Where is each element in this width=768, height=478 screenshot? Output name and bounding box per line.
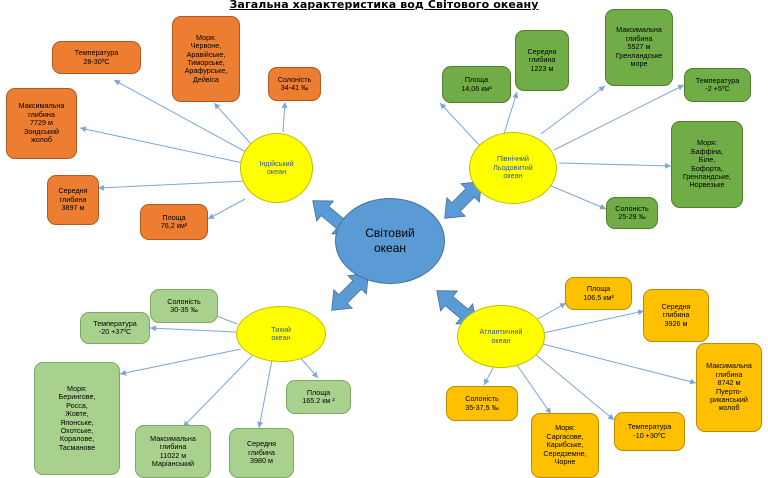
world-ocean-center: Світовий океан: [335, 198, 445, 284]
arctic-area-box: Площа 14,06 км²: [442, 66, 511, 103]
indian-avgdepth-box: Середня глибина 3897 м: [47, 175, 99, 225]
indian-salinity-box: Солоність 34-41 ‰: [268, 67, 321, 101]
arctic-seas-box: Моря: Баффіна, Біле, Бофорта, Гренландсь…: [671, 121, 743, 208]
indian-temperature-box: Температура 28-30ºС: [52, 41, 141, 74]
connector-atlantic-temp: [535, 354, 615, 421]
connector-atlantic-salinity: [483, 365, 495, 386]
atlantic-area-box: Площа 106,5 км²: [565, 277, 632, 310]
connector-pacific-avgdepth: [257, 359, 273, 429]
connector-pacific-seas: [119, 348, 242, 376]
pacific-temp-box: Температура -20 +37ºС: [80, 312, 150, 344]
indian-area-box: Площа 76,2 км²: [140, 204, 208, 240]
connector-indian-salinity: [281, 101, 288, 133]
connector-arctic-salinity: [548, 184, 607, 210]
connector-atlantic-seas: [516, 364, 552, 415]
connector-atlantic-area: [535, 302, 567, 321]
indian-ocean-ellipse: Індійський океан: [240, 133, 313, 203]
connector-indian-area: [207, 198, 246, 220]
indian-maxdepth-box: Максимальна глибина 7729 м Зондський жол…: [6, 88, 77, 159]
diagram-title: Загальна характеристика вод Світового ок…: [229, 0, 539, 11]
pacific-avgdepth-box: Середня глибина 3980 м: [229, 428, 294, 478]
connector-arctic-seas: [558, 162, 672, 169]
arctic-avgdepth-box: Середня глибина 1223 м: [515, 30, 569, 91]
arctic-maxdepth-box: Максимальна глибина 5527 м Гренландське …: [605, 9, 673, 86]
connector-pacific-maxdepth: [182, 355, 253, 428]
connector-indian-avgdepth: [97, 180, 247, 191]
connector-arctic-temp: [553, 84, 685, 151]
connector-atlantic-maxdepth: [542, 343, 697, 385]
arctic-salinity-box: Солоність 25-29 ‰: [606, 197, 658, 229]
connector-arctic-avgdepth: [503, 91, 519, 135]
pacific-area-box: Площа 165.2 км ²: [286, 380, 351, 414]
connector-arctic-area: [439, 102, 483, 149]
atlantic-maxdepth-box: Максимальна глибина 8742 м Пуерто- рикан…: [696, 343, 762, 432]
pacific-maxdepth-box: Максимальна глибина 11022 м Маріанський: [135, 425, 211, 478]
atlantic-temp-box: Температура -10 +30ºС: [614, 412, 685, 451]
atlantic-seas-box: Моря: Саргасове, Карибське, Середземне, …: [531, 413, 599, 478]
connector-indian-temperature: [113, 79, 247, 153]
double-arrow-pacific: [331, 273, 369, 311]
arctic-ocean-ellipse: Північний Льодовитий океан: [469, 132, 557, 204]
connector-atlantic-avgdepth: [542, 309, 645, 334]
atlantic-salinity-box: Солоність 35-37,5 ‰: [446, 386, 518, 421]
atlantic-ocean-ellipse: Атлантичний океан: [457, 305, 545, 368]
double-arrow-arctic: [444, 181, 482, 219]
indian-seas-box: Моря: Червоне, Аравійське, Тиморське, Ар…: [172, 16, 240, 102]
connector-arctic-maxdepth: [540, 85, 606, 135]
atlantic-avgdepth-box: Середня глибина 3926 м: [643, 289, 709, 342]
connector-indian-seas: [213, 102, 253, 146]
connector-pacific-temp: [149, 325, 237, 333]
connector-indian-maxdepth: [79, 126, 244, 164]
pacific-seas-box: Моря: Берингове, Росса, Жовте, Японське,…: [34, 362, 120, 475]
pacific-ocean-ellipse: Тихий океан: [236, 306, 326, 362]
pacific-salinity-box: Солоність 30-35 ‰: [150, 289, 218, 323]
arctic-temp-box: Температура -2 +5ºС: [684, 68, 751, 102]
